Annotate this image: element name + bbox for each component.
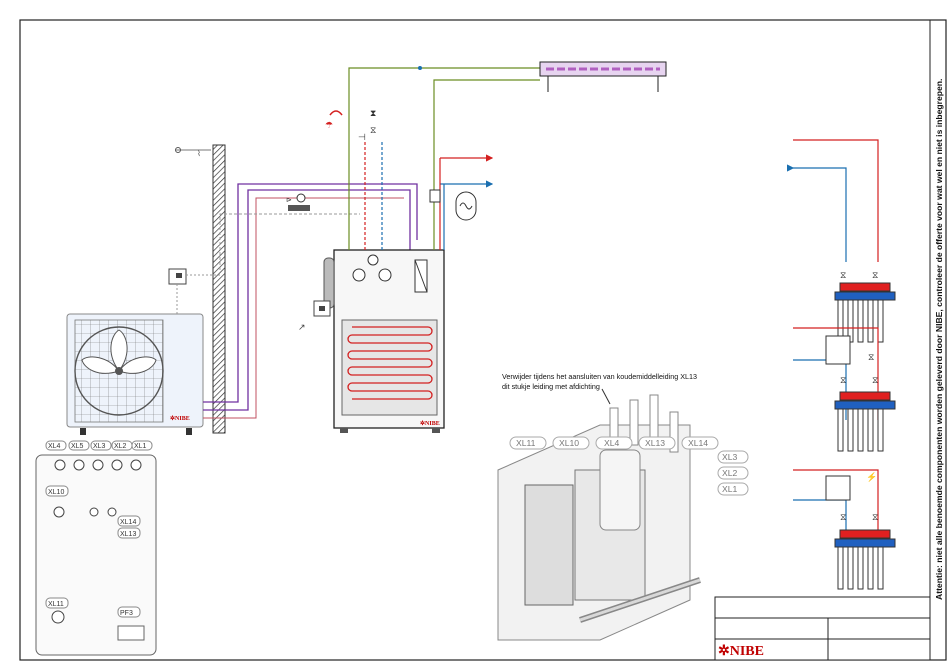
drawing-frame <box>19 19 947 661</box>
detail-labels: XL11 XL10 XL4 XL13 XL14 XL3 XL2 XL1 <box>509 436 749 496</box>
indoor-unit: ✲NIBE <box>323 249 445 433</box>
detail-label-xl3: XL3 <box>722 452 738 462</box>
svg-text:⧖: ⧖ <box>872 512 878 522</box>
svg-text:✲NIBE: ✲NIBE <box>420 420 440 427</box>
indoor-sensor-icon: ↗ <box>298 300 331 332</box>
detail-label-xl2: XL2 <box>722 468 738 478</box>
panel-label-xl13: XL13 <box>120 531 136 538</box>
connection-pipes <box>203 183 418 419</box>
detail-note-line2: dit stukje leiding met afdichting <box>502 382 600 391</box>
svg-text:↗: ↗ <box>298 322 306 332</box>
outdoor-sensor-icon: ⌇ <box>175 147 211 158</box>
domestic-water-pipes <box>348 66 540 250</box>
panel-label-xl1: XL1 <box>134 443 147 450</box>
wall-section <box>212 144 226 434</box>
safety-valve-icon: ⧗ ⧖ <box>370 108 376 135</box>
panel-label-xl3: XL3 <box>93 443 106 450</box>
svg-text:⌇: ⌇ <box>197 149 201 158</box>
svg-text:⧖: ⧖ <box>872 375 878 385</box>
detail-label-xl4: XL4 <box>604 438 620 448</box>
svg-text:✲NIBE: ✲NIBE <box>170 415 190 422</box>
detail-label-xl11: XL11 <box>516 438 536 448</box>
manifold-group-3: ⚡ ⧖ ⧖ <box>793 469 896 590</box>
svg-text:⧖: ⧖ <box>840 270 846 280</box>
panel-label-xl4: XL4 <box>48 443 61 450</box>
detail-note-line1: Verwijder tijdens het aansluiten van kou… <box>502 372 697 381</box>
title-block <box>714 596 931 661</box>
svg-text:⊣: ⊣ <box>358 132 366 142</box>
svg-text:⧖: ⧖ <box>370 125 376 135</box>
filling-group-icon: ⊳ <box>286 193 310 211</box>
detail-label-xl14: XL14 <box>688 438 708 448</box>
expansion-vessel-icon <box>429 189 477 221</box>
disclaimer-text: Attentie: niet alle benoemde componenten… <box>934 79 944 600</box>
panel-label-xl2: XL2 <box>114 443 127 450</box>
svg-text:⧖: ⧖ <box>872 270 878 280</box>
svg-text:☂: ☂ <box>325 120 333 130</box>
indoor-unit-detail-view <box>497 394 701 641</box>
svg-text:⧖: ⧖ <box>868 352 874 362</box>
manifold-group-2: ⧖ ⧖ ⧖ <box>793 327 896 452</box>
svg-text:⧖: ⧖ <box>840 512 846 522</box>
panel-label-xl10: XL10 <box>48 489 64 496</box>
room-thermostat-icon <box>168 268 220 314</box>
shower-tap-icon: ☂ ⊣ <box>325 110 366 142</box>
connection-panel <box>35 454 157 656</box>
brand-logo: ✲NIBE <box>718 644 764 659</box>
detail-label-xl1: XL1 <box>722 484 738 494</box>
panel-label-xl5: XL5 <box>71 443 84 450</box>
panel-label-xl14: XL14 <box>120 519 136 526</box>
panel-labels: XL4 XL5 XL3 XL2 XL1 XL10 XL14 XL13 XL11 … <box>45 440 153 618</box>
detail-label-xl10: XL10 <box>559 438 579 448</box>
svg-text:⧗: ⧗ <box>370 108 376 118</box>
panel-label-pf3: PF3 <box>120 610 133 617</box>
manifold-group-1: ⧖ ⧖ <box>787 139 896 343</box>
svg-text:⧖: ⧖ <box>840 375 846 385</box>
detail-label-xl13: XL13 <box>645 438 665 448</box>
svg-text:⚡: ⚡ <box>866 471 877 483</box>
panel-label-xl11: XL11 <box>48 601 64 608</box>
svg-text:⊳: ⊳ <box>286 197 292 204</box>
air-heater-unit <box>539 61 667 92</box>
outdoor-heat-pump: ✲NIBE <box>66 313 204 435</box>
